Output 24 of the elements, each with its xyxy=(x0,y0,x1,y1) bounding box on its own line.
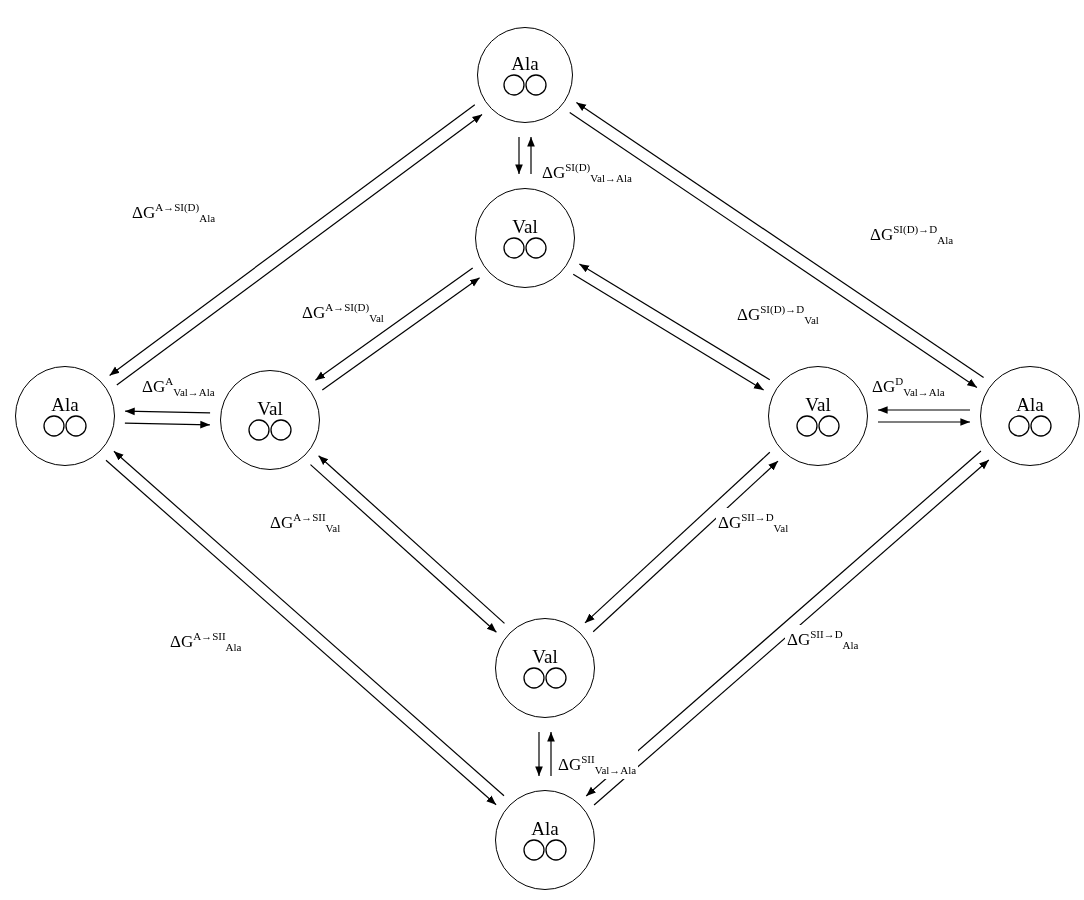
arrow xyxy=(124,420,211,429)
node-label: Val xyxy=(805,395,831,415)
arrow xyxy=(584,451,771,624)
arrow xyxy=(314,267,474,381)
arrow xyxy=(318,455,506,624)
arrow xyxy=(592,460,779,633)
arrow xyxy=(309,464,497,633)
node-label: Ala xyxy=(1016,395,1044,415)
arrow xyxy=(515,136,523,175)
node-label: Ala xyxy=(531,819,559,839)
arrow xyxy=(572,273,765,391)
node-label: Ala xyxy=(511,54,539,74)
arrow xyxy=(321,277,481,391)
node-label: Val xyxy=(257,399,283,419)
arrow xyxy=(527,136,535,175)
node-label: Val xyxy=(512,217,538,237)
node-label: Val xyxy=(532,647,558,667)
arrow xyxy=(547,731,555,777)
arrow xyxy=(124,407,211,416)
arrow xyxy=(877,418,971,426)
node-label: Ala xyxy=(51,395,79,415)
arrow xyxy=(578,263,771,381)
arrow xyxy=(877,406,971,414)
arrow xyxy=(535,731,543,777)
